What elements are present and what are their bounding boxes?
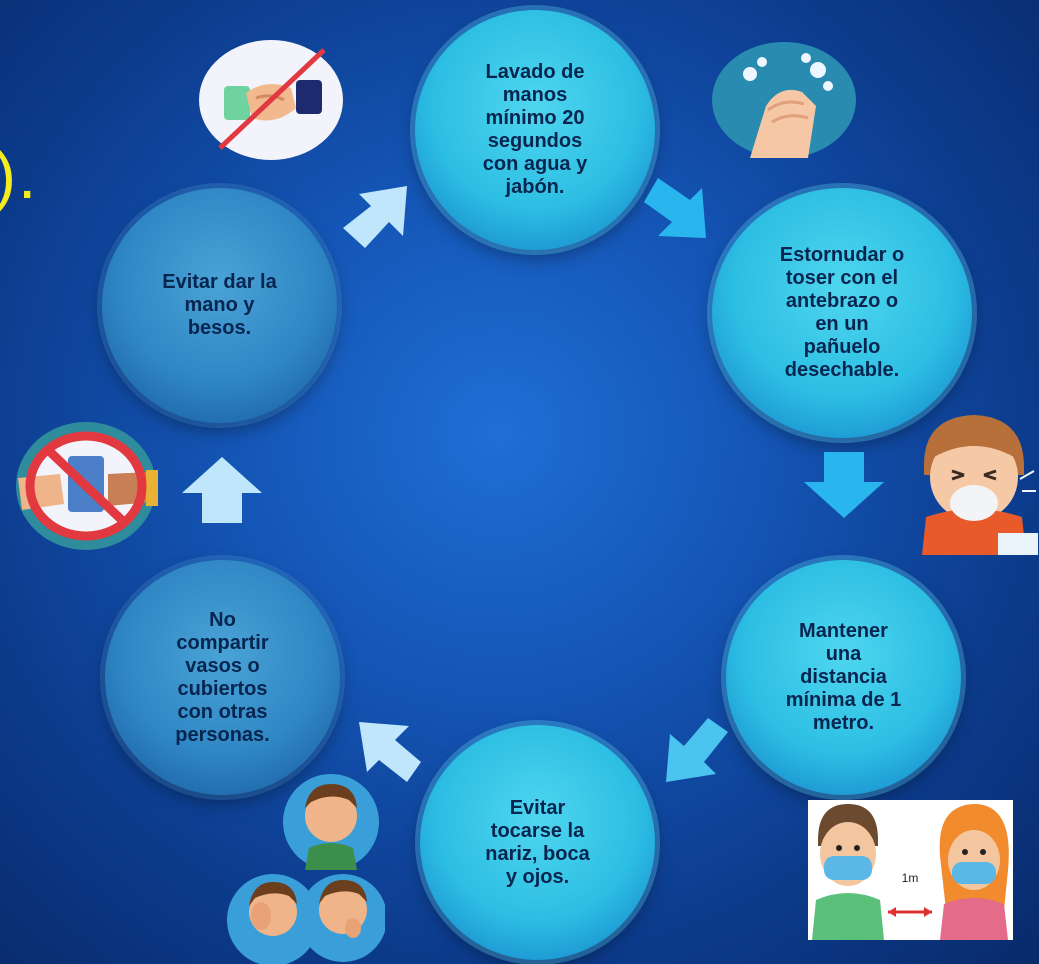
arrow-step1-to-step2 [644, 178, 706, 238]
no-sharing-cups-icon [16, 422, 158, 550]
arrow-step3-to-step4 [666, 718, 728, 782]
step-handwashing: Lavado de manos mínimo 20 segundos con a… [415, 10, 655, 250]
step-no-handshake-kiss-text: Evitar dar la mano y besos. [162, 271, 277, 339]
step-no-sharing-text: No compartir vasos o cubiertos con otras… [175, 608, 270, 746]
step-keep-distance: Mantener una distancia mínima de 1 metro… [726, 560, 961, 795]
step-handwashing-text: Lavado de manos mínimo 20 segundos con a… [482, 61, 588, 198]
step-cough-elbow: Estornudar o toser con el antebrazo o en… [712, 188, 972, 438]
handwashing-icon [712, 42, 856, 158]
distance-label: 1m [902, 871, 919, 885]
arrow-step2-to-step3 [804, 452, 884, 518]
cropped-title-glyph: ). [0, 138, 39, 212]
arrow-step6-to-step1 [343, 186, 407, 248]
face-touching-people-icon [227, 774, 385, 964]
sneezing-boy-icon [922, 415, 1038, 555]
step-avoid-face-touch-text: Evitar tocarse la nariz, boca y ojos. [485, 796, 590, 888]
no-handshake-icon [199, 40, 343, 160]
step-keep-distance-text: Mantener una distancia mínima de 1 metro… [785, 620, 902, 734]
step-no-sharing: No compartir vasos o cubiertos con otras… [105, 560, 340, 795]
step-cough-elbow-text: Estornudar o toser con el antebrazo o en… [779, 244, 905, 381]
masked-people-distance-icon: 1m [808, 800, 1013, 940]
step-no-handshake-kiss: Evitar dar la mano y besos. [102, 188, 337, 423]
arrow-step5-to-step6 [182, 457, 262, 523]
arrow-step4-to-step5 [359, 722, 421, 782]
step-avoid-face-touch: Evitar tocarse la nariz, boca y ojos. [420, 725, 655, 960]
